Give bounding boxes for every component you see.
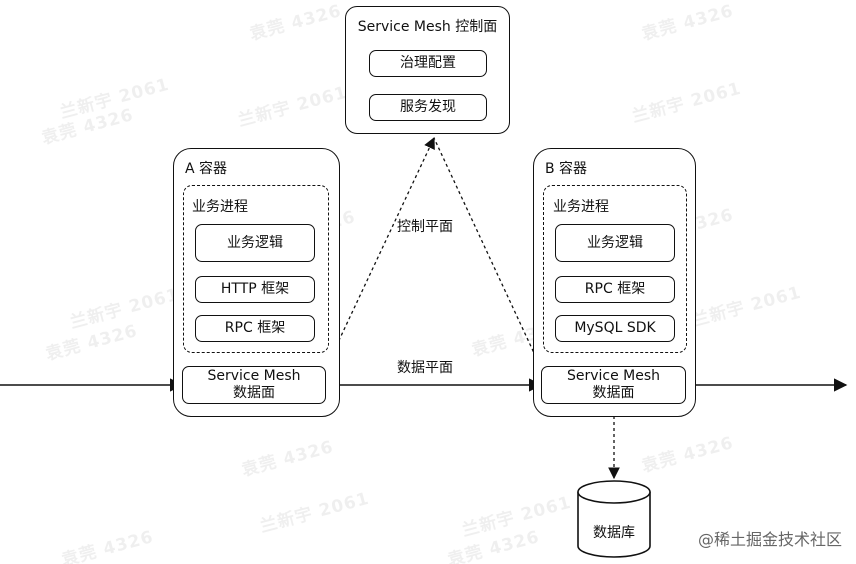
container-a-data-plane: Service Mesh 数据面 [182, 366, 326, 404]
control-plane-title: Service Mesh 控制面 [357, 19, 498, 35]
database-cylinder [577, 480, 651, 558]
container-a-process-title: 业务进程 [192, 199, 248, 215]
control-link-a [325, 136, 435, 369]
container-b-process-title: 业务进程 [553, 199, 609, 215]
control-link-b [433, 137, 542, 369]
database-label: 数据库 [593, 525, 635, 541]
container-a-process [183, 185, 329, 353]
container-b-mysql-sdk: MySQL SDK [555, 315, 675, 342]
container-b-title: B 容器 [545, 161, 588, 177]
container-b-rpc-framework: RPC 框架 [555, 276, 675, 303]
container-b-data-plane: Service Mesh 数据面 [541, 366, 686, 404]
container-b-process [543, 185, 687, 353]
source-credit: @稀土掘金技术社区 [697, 530, 842, 549]
governance-config-box: 治理配置 [369, 50, 487, 77]
container-b-data-plane-line1: Service Mesh [566, 368, 661, 384]
container-b-data-plane-line2: 数据面 [592, 385, 635, 401]
service-discovery-box: 服务发现 [369, 94, 487, 121]
data-plane-link-label: 数据平面 [397, 360, 453, 376]
container-b-business-logic: 业务逻辑 [555, 224, 675, 262]
control-plane-link-label: 控制平面 [397, 219, 453, 235]
container-a-data-plane-line2: 数据面 [233, 385, 275, 401]
container-a-rpc-framework: RPC 框架 [195, 315, 315, 342]
container-a-data-plane-line1: Service Mesh [207, 368, 301, 384]
container-a-title: A 容器 [185, 161, 228, 177]
container-a-business-logic: 业务逻辑 [195, 224, 315, 262]
container-a-http-framework: HTTP 框架 [195, 276, 315, 303]
